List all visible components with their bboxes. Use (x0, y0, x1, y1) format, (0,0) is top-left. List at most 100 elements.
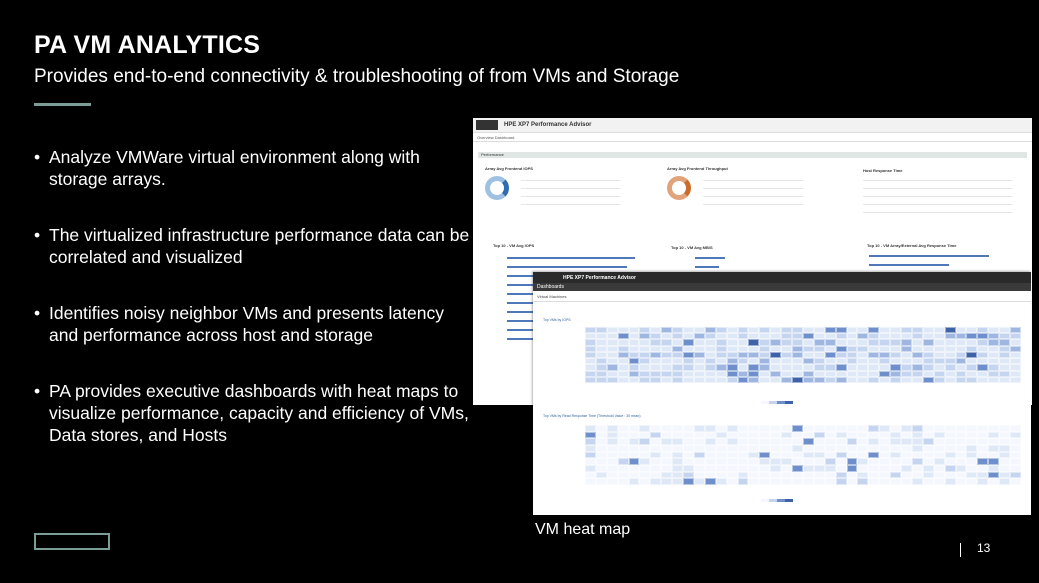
heatmap-cell (683, 333, 694, 340)
heatmap-cell (977, 458, 989, 465)
heatmap-cell (955, 351, 967, 359)
heatmap-cell (715, 471, 727, 479)
heatmap-cell (650, 364, 662, 371)
heatmap-cell (693, 358, 705, 365)
heatmap-cell (846, 376, 858, 383)
heatmap-cell (650, 444, 662, 452)
heatmap-cell (813, 425, 825, 432)
heatmap-cell (704, 478, 716, 485)
heatmap-cell (585, 471, 596, 479)
heatmap-cell (944, 431, 956, 439)
heatmap-cell (901, 327, 912, 334)
heatmap-cell (955, 376, 967, 383)
heatmap-cell (988, 444, 1000, 452)
heatmap-cell (737, 458, 749, 465)
bar (507, 320, 553, 322)
heatmap-cell (988, 345, 1000, 352)
heatmap-cell (770, 451, 782, 459)
heatmap-cell (846, 458, 858, 465)
heatmap-cell (868, 364, 880, 371)
heatmap-cell (672, 339, 684, 346)
heatmap-cell (977, 333, 989, 340)
bar (869, 264, 949, 266)
heatmap-cell (759, 438, 771, 445)
heatmap-cell (911, 345, 923, 352)
heatmap-cell (868, 351, 880, 359)
panel-title: Array Avg Frontend IOPS (485, 166, 533, 171)
heatmap-cell (977, 464, 989, 472)
heatmap-cell (759, 478, 771, 485)
heatmap-cell (639, 327, 651, 334)
heatmap-cell (606, 431, 618, 439)
heatmap-cell (781, 425, 793, 432)
heatmap-cell (693, 376, 705, 383)
heatmap-cell (748, 345, 760, 352)
heatmap-cell (922, 351, 934, 359)
heatmap-cell (737, 358, 749, 365)
heatmap-cell (726, 345, 738, 352)
heatmap-cell (835, 351, 847, 359)
performance-header: Performance (478, 152, 1027, 158)
heatmap-cell (1010, 351, 1021, 359)
heatmap-cell (585, 339, 596, 346)
heatmap-cell (595, 464, 607, 472)
heatmap-cell (922, 478, 934, 485)
heatmap-cell (977, 370, 989, 377)
heatmap-cell (835, 451, 847, 459)
heatmap-cell (922, 333, 934, 340)
heatmap-cell (628, 425, 640, 432)
heatmap-cell (999, 431, 1011, 439)
heatmap-cell (966, 370, 978, 377)
heatmap-cell (824, 464, 836, 472)
heatmap-cell (770, 438, 782, 445)
heatmap-cell (813, 370, 825, 377)
heatmap-cell (585, 425, 596, 432)
heatmap-cell (835, 425, 847, 432)
heatmap-cell (911, 333, 923, 340)
heatmap-cell (617, 471, 629, 479)
heatmap-cell (672, 478, 684, 485)
page-separator (960, 543, 961, 557)
heatmap-cell (824, 339, 836, 346)
heatmap-cell (595, 327, 607, 334)
heatmap-cell (672, 458, 684, 465)
heatmap-cell (922, 364, 934, 371)
heatmap-cell (661, 471, 673, 479)
heatmap-cell (933, 327, 945, 334)
heatmap-cell (715, 364, 727, 371)
heatmap-cell (617, 425, 629, 432)
heatmap-cell (650, 431, 662, 439)
heatmap-cell (704, 358, 716, 365)
heatmap-cell (737, 364, 749, 371)
heatmap-cell (595, 425, 607, 432)
heatmap-cell (704, 438, 716, 445)
heatmap-cell (606, 464, 618, 472)
bar-chart-title: Top 10 - VM Avg IOPS (493, 243, 535, 248)
heatmap-cell (628, 458, 640, 465)
heatmap-cell (704, 351, 716, 359)
heatmap-cell (1010, 364, 1021, 371)
heatmap-cell (792, 333, 803, 340)
heatmap-cell (781, 376, 793, 383)
heatmap-cell (650, 351, 662, 359)
heatmap-cell (661, 464, 673, 472)
heatmap-cell (759, 339, 771, 346)
heatmap-cell (683, 478, 694, 485)
heatmap-cell (944, 370, 956, 377)
heatmap-cell (802, 425, 814, 432)
heatmap-cell (704, 458, 716, 465)
heatmap-cell (1010, 438, 1021, 445)
heatmap-cell (617, 339, 629, 346)
bar-chart-title: Top 10 - VM Array/External Avg Response … (867, 243, 957, 248)
heatmap-cell (726, 333, 738, 340)
heatmap-cell (683, 451, 694, 459)
heatmap-cell (966, 339, 978, 346)
heatmap-cell (933, 451, 945, 459)
heatmap-cell (1010, 327, 1021, 334)
heatmap-cell (857, 431, 869, 439)
heatmap-cell (890, 458, 902, 465)
heatmap-cell (977, 438, 989, 445)
heatmap-cell (595, 370, 607, 377)
heatmap-cell (922, 471, 934, 479)
heatmap-cell (585, 327, 596, 334)
